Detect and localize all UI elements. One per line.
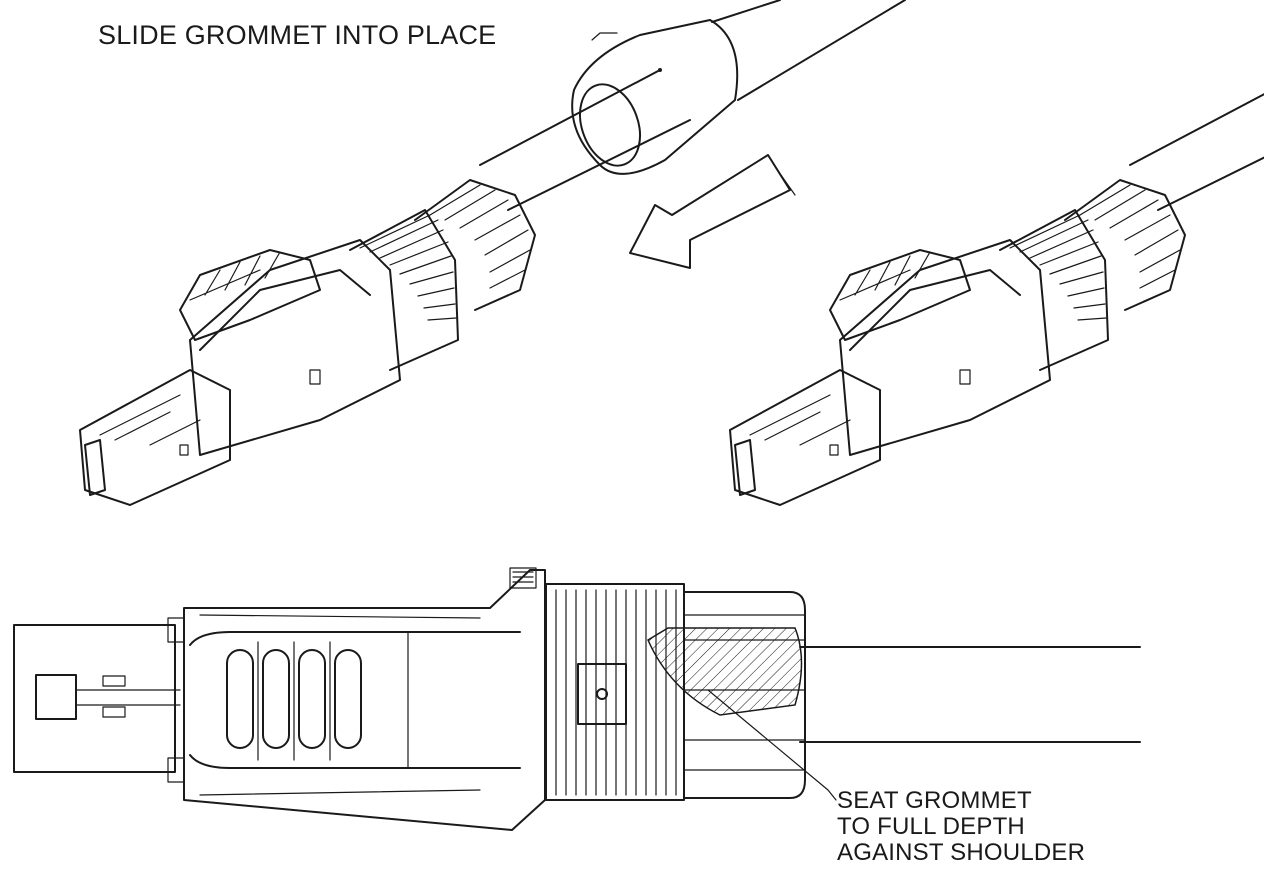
slide-leader-line — [591, 32, 618, 41]
connector-seated — [729, 69, 1264, 506]
connector-with-grommet — [79, 69, 691, 506]
seat-grommet-callout: SEAT GROMMET TO FULL DEPTH AGAINST SHOUL… — [837, 788, 1085, 866]
side-view — [13, 567, 1141, 831]
slide-grommet-callout: SLIDE GROMMET INTO PLACE — [98, 20, 497, 50]
grommet — [571, 0, 906, 175]
seat-callout-line-2: TO FULL DEPTH — [837, 813, 1025, 840]
direction-arrow — [629, 154, 796, 269]
seat-callout-line-1: SEAT GROMMET — [837, 787, 1032, 814]
seat-callout-line-3: AGAINST SHOULDER — [837, 839, 1086, 866]
